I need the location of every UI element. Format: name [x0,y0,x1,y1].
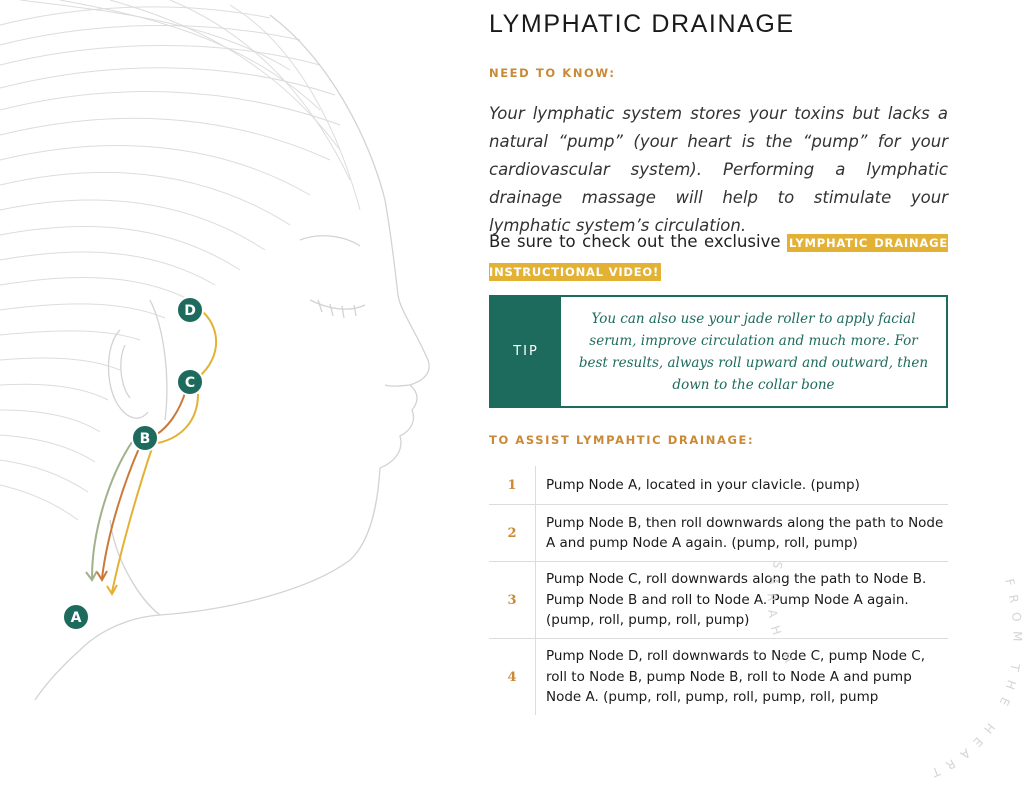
intro-paragraph: Your lymphatic system stores your toxins… [489,104,948,235]
page-title: LYMPHATIC DRAINAGE [489,10,795,38]
watermark-left-path: SARAH HANNA [720,560,791,673]
step-number: 3 [489,561,536,639]
watermark-right-path: FROM THE HEART [922,577,1016,783]
node-c-label: C [185,375,195,391]
step-text: Pump Node B, then roll downwards along t… [535,504,948,562]
node-c: C [176,368,204,396]
step-number: 2 [489,504,536,562]
step-number: 4 [489,638,536,715]
node-b: B [131,424,159,452]
node-a-label: A [71,610,82,626]
table-row: 4 Pump Node D, roll downwards to Node C,… [489,638,948,715]
need-to-know-heading: NEED TO KNOW: [489,66,616,80]
table-row: 2 Pump Node B, then roll downwards along… [489,504,948,562]
checkout-text: Be sure to check out the exclusive [489,232,788,251]
table-row: 3 Pump Node C, roll downwards along the … [489,561,948,639]
assist-heading: TO ASSIST LYMPAHTIC DRAINAGE: [489,433,755,447]
node-b-label: B [140,431,151,447]
checkout-paragraph: Be sure to check out the exclusive LYMPH… [489,228,948,286]
step-text: Pump Node D, roll downwards to Node C, p… [546,648,925,706]
watermark-text-left: SARAH HANNA [720,560,800,673]
node-d: D [176,296,204,324]
steps-table: 1 Pump Node A, located in your clavicle.… [489,466,948,715]
step-text: Pump Node A, located in your clavicle. (… [535,466,948,505]
tip-box: TIP You can also use your jade roller to… [489,295,948,408]
step-text: Pump Node C, roll downwards along the pa… [535,561,948,639]
tip-text: You can also use your jade roller to app… [578,310,929,393]
node-d-label: D [184,303,196,319]
step-number: 1 [489,466,536,505]
watermark-text-right: FROM THE HEART [922,577,1024,783]
tip-label: TIP [491,297,561,406]
drainage-paths [85,311,217,596]
face-illustration: D C B A [0,0,430,700]
table-row: 1 Pump Node A, located in your clavicle.… [489,466,948,505]
node-a: A [62,603,90,631]
face-outline [34,14,430,700]
watermark: SARAH HANNA FROM THE HEART [720,560,1024,783]
hair-lines [0,0,361,521]
